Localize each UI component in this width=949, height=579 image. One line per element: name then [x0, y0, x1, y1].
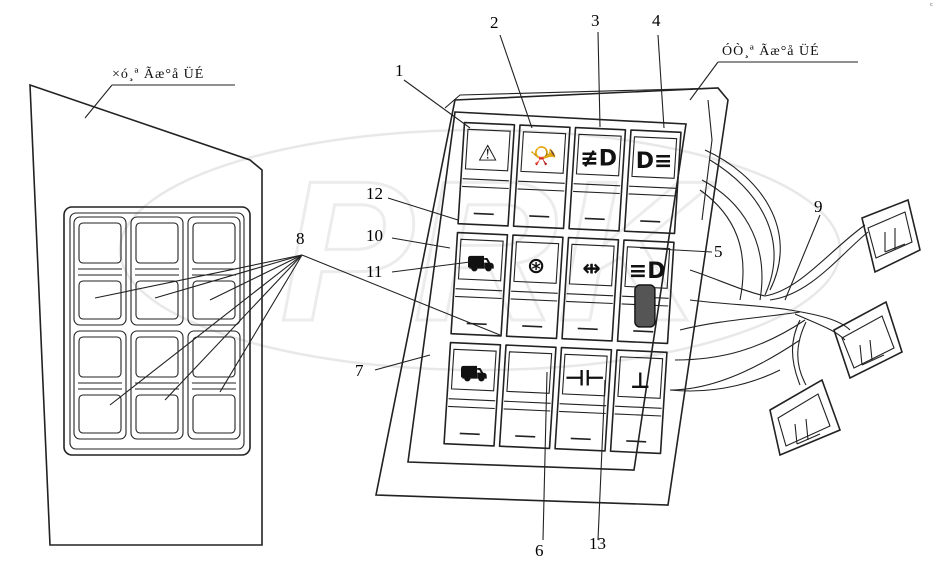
callout-4: 4: [652, 11, 661, 30]
right-switch: ⊥: [609, 349, 668, 455]
horn-icon: 📯: [529, 144, 556, 169]
left-panel: [29, 83, 263, 546]
callout-1: 1: [395, 61, 404, 80]
callout-2: 2: [490, 13, 499, 32]
connector-3: [769, 378, 842, 457]
right-switch: ≡D: [616, 239, 675, 345]
axle-lock-single-icon: ⊣⊢: [565, 366, 605, 391]
right-switch: [498, 344, 557, 450]
axle-lock-icon: ⇹: [582, 256, 600, 281]
inter-axle-lock-icon: ⊥: [630, 369, 650, 394]
hazard-icon: ⚠: [478, 141, 498, 166]
callout-8: 8: [296, 229, 305, 248]
leader-lines: [84, 31, 858, 541]
left-panel-header: ×ó¸ª Ãæ°å ÜÉ: [112, 67, 205, 82]
diff-lock-icon: ⊛: [527, 254, 545, 279]
left-switch: [73, 216, 127, 326]
connector-1: [861, 198, 921, 274]
pto-icon: ⛟: [460, 361, 488, 386]
indicator-lamp: [634, 284, 656, 328]
callout-13: 13: [589, 534, 606, 553]
callout-9: 9: [814, 197, 823, 216]
left-switch: [187, 330, 241, 440]
right-switch: ⛟: [450, 231, 509, 337]
right-switch: ⊛: [505, 234, 564, 340]
left-switch: [130, 216, 184, 326]
corner-mark: c: [930, 2, 933, 8]
callout-5: 5: [714, 242, 723, 261]
connector-2: [833, 300, 903, 380]
left-switch: [187, 216, 241, 326]
callout-6: 6: [535, 541, 544, 560]
left-switch: [73, 330, 127, 440]
wiring-harness: [669, 149, 921, 457]
right-switch: ⛟: [443, 341, 502, 447]
front-fog-light-icon: ≢D: [580, 146, 617, 171]
right-panel-header: ÓÒ¸ª Ãæ°å ÜÉ: [722, 44, 820, 59]
callout-12: 12: [366, 184, 383, 203]
callout-11: 11: [366, 262, 383, 281]
callout-7: 7: [355, 361, 364, 380]
right-switch: D≡: [623, 129, 682, 235]
lift-tailgate-icon: ⛟: [467, 251, 495, 276]
callout-10: 10: [366, 226, 383, 245]
callout-3: 3: [591, 11, 600, 30]
rear-fog-light-icon: D≡: [636, 149, 673, 174]
right-switch: ≢D: [568, 126, 627, 232]
right-switch: ⚠: [457, 121, 516, 227]
work-light-icon: ≡D: [629, 259, 666, 284]
right-panel: ⚠ 📯 ≢D D≡ ⛟ ⊛ ⇹ ≡D ⛟ ⊣⊢ ⊥: [375, 87, 729, 506]
right-switch: 📯: [512, 124, 571, 230]
right-switch: ⇹: [561, 236, 620, 342]
left-switch: [130, 330, 184, 440]
